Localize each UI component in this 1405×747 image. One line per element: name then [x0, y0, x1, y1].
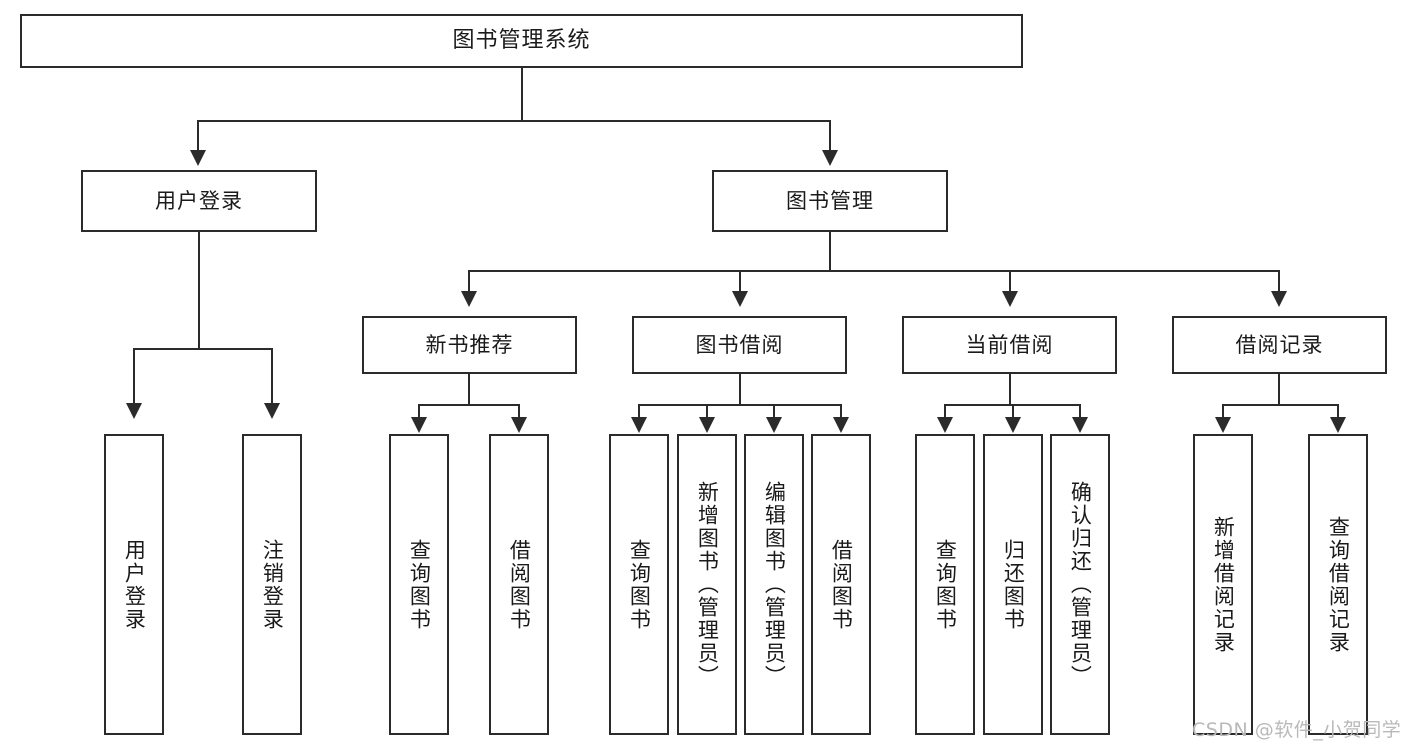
leaf-nbr-query-book[interactable]: 查询图书 — [389, 434, 449, 735]
connector-root-to-user-login — [197, 120, 199, 150]
connector-user-login-drop-1 — [133, 348, 135, 403]
connector-nbr-drop-1 — [418, 404, 420, 418]
node-root-system[interactable]: 图书管理系统 — [20, 14, 1023, 68]
connector-nbr-bus — [418, 404, 518, 406]
arrow-bb-leaf-2 — [699, 417, 715, 433]
arrow-nbr-leaf-2 — [511, 417, 527, 433]
leaf-label: 查询借阅记录 — [1326, 515, 1351, 654]
leaf-cb-confirm-return-admin[interactable]: 确认归还（管理员） — [1050, 434, 1110, 735]
leaf-label: 注销登录 — [260, 538, 285, 631]
node-new-book-recommend[interactable]: 新书推荐 — [362, 316, 577, 374]
leaf-label: 查询图书 — [933, 538, 958, 631]
node-book-borrow[interactable]: 图书借阅 — [632, 316, 847, 374]
connector-root-bus — [197, 120, 831, 122]
arrow-bm-to-book-borrow — [732, 291, 748, 307]
leaf-label: 归还图书 — [1001, 538, 1026, 631]
leaf-bb-query-book[interactable]: 查询图书 — [609, 434, 669, 735]
leaf-label: 新增借阅记录 — [1211, 515, 1236, 654]
leaf-br-add-record[interactable]: 新增借阅记录 — [1193, 434, 1253, 735]
arrow-cb-leaf-2 — [1005, 417, 1021, 433]
leaf-label: 编辑图书（管理员） — [762, 481, 787, 688]
node-label: 图书管理 — [786, 188, 874, 213]
leaf-label: 查询图书 — [407, 538, 432, 631]
arrow-cb-leaf-3 — [1072, 417, 1088, 433]
arrow-bb-leaf-3 — [766, 417, 782, 433]
leaf-user-login[interactable]: 用户登录 — [104, 434, 164, 735]
connector-nbr-drop-2 — [518, 404, 520, 418]
node-label: 图书借阅 — [695, 332, 784, 357]
arrow-root-to-book-manage — [822, 150, 838, 166]
arrow-root-to-user-login — [190, 150, 206, 166]
arrow-nbr-leaf-1 — [411, 417, 427, 433]
connector-cb-drop-2 — [1012, 404, 1014, 418]
connector-bb-drop-1 — [638, 404, 640, 418]
leaf-cb-return-book[interactable]: 归还图书 — [983, 434, 1043, 735]
connector-user-login-drop-2 — [271, 348, 273, 403]
connector-br-drop-2 — [1337, 404, 1339, 418]
arrow-br-leaf-1 — [1215, 417, 1231, 433]
connector-br-stem — [1278, 374, 1280, 406]
connector-user-login-bus — [133, 348, 271, 350]
connector-cb-drop-3 — [1079, 404, 1081, 418]
connector-nbr-stem — [468, 374, 470, 406]
leaf-bb-borrow-book[interactable]: 借阅图书 — [811, 434, 871, 735]
connector-cb-stem — [1009, 374, 1011, 406]
connector-root-to-book-manage — [829, 120, 831, 150]
leaf-label: 新增图书（管理员） — [695, 481, 720, 688]
connector-bm-drop-4 — [1278, 270, 1280, 292]
arrow-bb-leaf-4 — [833, 417, 849, 433]
leaf-label: 查询图书 — [627, 538, 652, 631]
leaf-bb-edit-book-admin[interactable]: 编辑图书（管理员） — [744, 434, 804, 735]
arrow-bm-to-current-borrow — [1002, 291, 1018, 307]
connector-bm-drop-3 — [1009, 270, 1011, 292]
connector-bm-drop-2 — [739, 270, 741, 292]
node-label: 新书推荐 — [425, 332, 514, 357]
arrow-br-leaf-2 — [1330, 417, 1346, 433]
connector-bb-drop-3 — [773, 404, 775, 418]
watermark-text: CSDN @软件_小贺同学 — [1192, 719, 1402, 741]
leaf-cb-query-book[interactable]: 查询图书 — [915, 434, 975, 735]
node-label: 当前借阅 — [965, 332, 1054, 357]
arrow-user-login-leaf-1 — [126, 403, 142, 419]
connector-book-manage-bus — [468, 270, 1280, 272]
connector-br-drop-1 — [1222, 404, 1224, 418]
leaf-label: 借阅图书 — [829, 538, 854, 631]
node-label: 图书管理系统 — [452, 28, 591, 53]
node-label: 借阅记录 — [1235, 332, 1324, 357]
node-user-login[interactable]: 用户登录 — [81, 170, 317, 232]
arrow-bb-leaf-1 — [631, 417, 647, 433]
connector-book-manage-stem — [829, 232, 831, 272]
node-book-management[interactable]: 图书管理 — [712, 170, 948, 232]
node-label: 用户登录 — [155, 188, 243, 213]
leaf-bb-add-book-admin[interactable]: 新增图书（管理员） — [677, 434, 737, 735]
connector-bb-drop-2 — [706, 404, 708, 418]
leaf-label: 用户登录 — [122, 538, 147, 631]
connector-root-stem — [521, 68, 523, 120]
leaf-br-query-record[interactable]: 查询借阅记录 — [1308, 434, 1368, 735]
connector-bm-drop-1 — [468, 270, 470, 292]
connector-user-login-stem — [198, 232, 200, 350]
leaf-nbr-borrow-book[interactable]: 借阅图书 — [489, 434, 549, 735]
connector-bb-bus — [638, 404, 841, 406]
node-borrow-record[interactable]: 借阅记录 — [1172, 316, 1387, 374]
leaf-logout[interactable]: 注销登录 — [242, 434, 302, 735]
connector-bb-stem — [739, 374, 741, 406]
leaf-label: 借阅图书 — [507, 538, 532, 631]
arrow-user-login-leaf-2 — [264, 403, 280, 419]
node-current-borrow[interactable]: 当前借阅 — [902, 316, 1117, 374]
arrow-bm-to-borrow-record — [1271, 291, 1287, 307]
connector-bb-drop-4 — [840, 404, 842, 418]
connector-cb-drop-1 — [944, 404, 946, 418]
connector-br-bus — [1222, 404, 1337, 406]
arrow-bm-to-new-book — [461, 291, 477, 307]
leaf-label: 确认归还（管理员） — [1068, 481, 1093, 688]
arrow-cb-leaf-1 — [937, 417, 953, 433]
